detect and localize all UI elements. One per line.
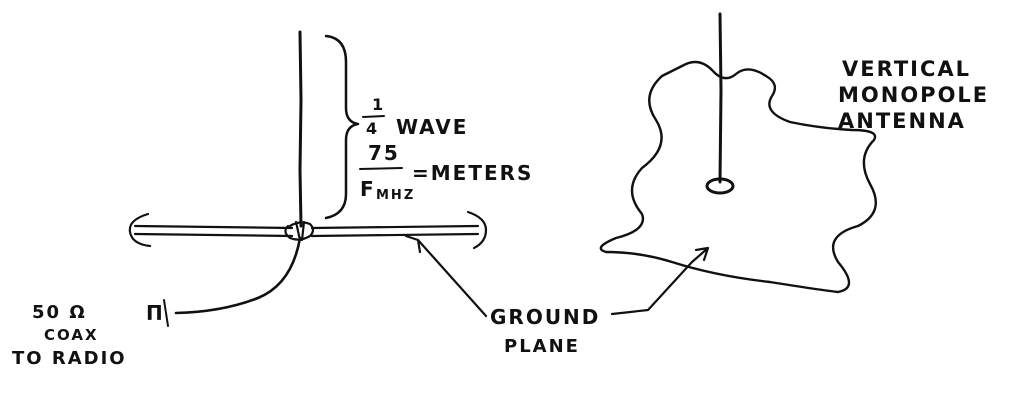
title-monopole: MONOPOLE xyxy=(838,83,989,107)
right-antenna: VERTICAL MONOPOLE ANTENNA xyxy=(599,12,989,294)
ground-plane-outline xyxy=(599,60,878,294)
fraction-numerator: 1 xyxy=(372,95,385,114)
vertical-radiator xyxy=(298,30,303,228)
arrow-to-left-radial xyxy=(404,234,488,318)
fraction-bar xyxy=(362,115,385,118)
monopole-base xyxy=(705,177,735,195)
formula-bar xyxy=(359,167,403,170)
title-vertical: VERTICAL xyxy=(842,57,971,81)
left-antenna: 1 4 WAVE 75 F MHZ =METERS 50 Ω Π COAX TO… xyxy=(12,30,533,369)
coax-cable xyxy=(174,236,302,315)
radial-end-left xyxy=(128,212,152,248)
coax-label: COAX xyxy=(44,326,99,344)
ground-radial-right xyxy=(310,224,480,238)
formula-denominator: F xyxy=(360,177,376,201)
coax-impedance: 50 Ω xyxy=(32,302,87,323)
ground-label: GROUND xyxy=(490,305,600,329)
coax-symbol: Π xyxy=(146,301,165,325)
formula-numerator: 75 xyxy=(368,141,400,165)
monopole-element xyxy=(718,12,723,184)
ground-plane-callout: GROUND PLANE xyxy=(404,234,710,357)
formula-result: =METERS xyxy=(412,161,533,185)
fraction-denominator: 4 xyxy=(366,119,379,138)
coax-tick xyxy=(163,299,169,327)
quarter-wave-brace xyxy=(324,34,360,220)
radial-end-right xyxy=(466,210,488,250)
wave-label: WAVE xyxy=(396,115,468,139)
plane-label: PLANE xyxy=(504,336,580,357)
arrow-to-right-plane xyxy=(610,246,710,316)
to-radio-label: TO RADIO xyxy=(12,348,127,369)
formula-denominator-sub: MHZ xyxy=(376,188,415,203)
title-antenna: ANTENNA xyxy=(838,109,966,133)
ground-radial-left xyxy=(133,224,294,238)
